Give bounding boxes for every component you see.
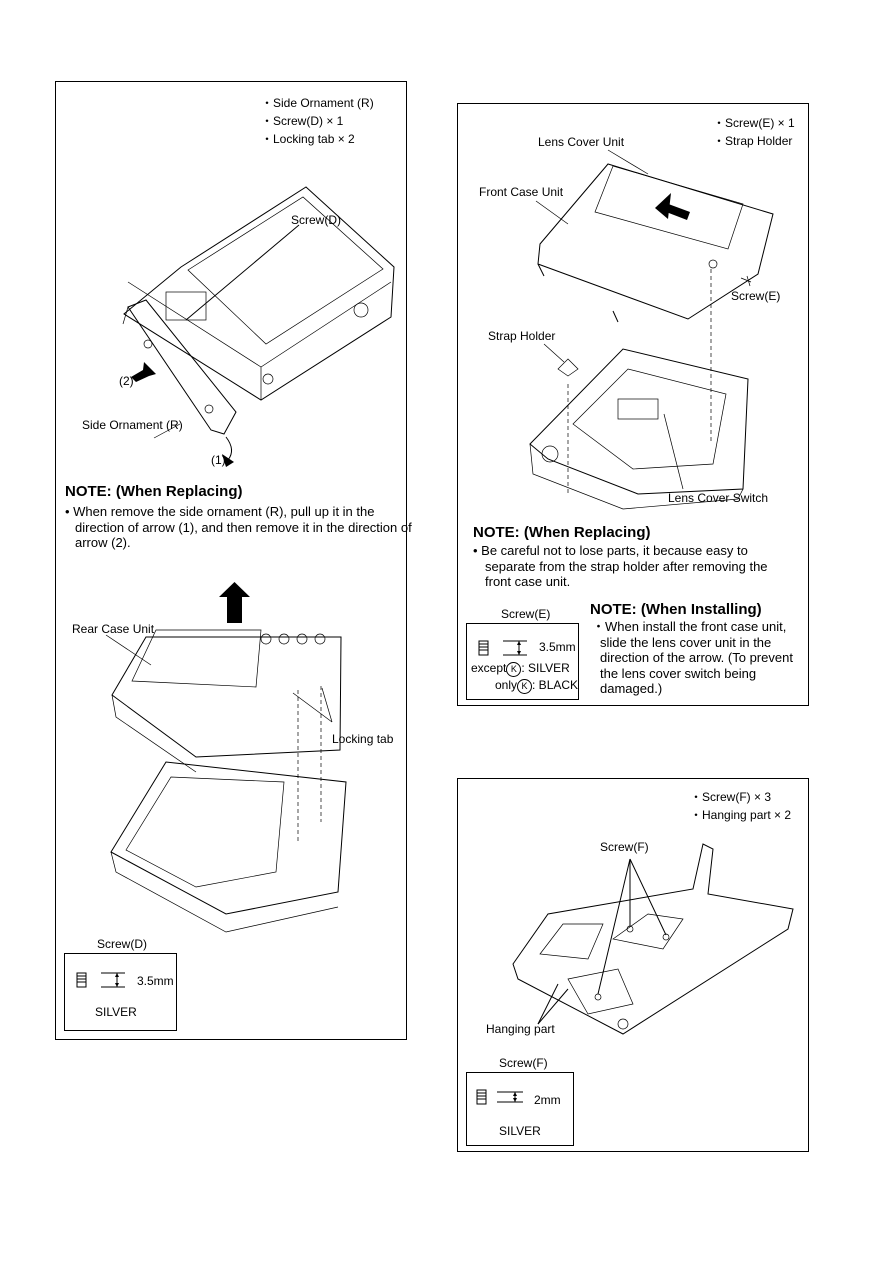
only-color: : BLACK bbox=[532, 678, 579, 692]
except-color: : SILVER bbox=[521, 661, 570, 675]
callout-arrow-2: (2) bbox=[119, 374, 134, 388]
callout-side-ornament: Side Ornament (R) bbox=[82, 418, 183, 432]
install-note-title: NOTE: (When Installing) bbox=[590, 601, 762, 618]
callout-lens-cover-switch: Lens Cover Switch bbox=[668, 491, 769, 505]
parts-item: ・Hanging part × 2 bbox=[690, 808, 792, 822]
note-body: • Be careful not to lose parts, it becau… bbox=[473, 543, 768, 589]
callout-arrow-1: (1) bbox=[211, 453, 226, 467]
front-case-diagram bbox=[529, 149, 774, 510]
screw-f-icon bbox=[476, 1089, 523, 1105]
callout-rear-case-unit: Rear Case Unit bbox=[72, 622, 155, 636]
screw-f-diagram bbox=[512, 843, 794, 1035]
callout-hanging-part: Hanging part bbox=[486, 1022, 555, 1036]
screw-d-color: SILVER bbox=[95, 1005, 137, 1019]
parts-item: ・Screw(D) × 1 bbox=[261, 114, 344, 128]
except-label: except bbox=[471, 661, 507, 675]
callout-screw-d: Screw(D) bbox=[291, 213, 341, 227]
parts-item: ・Side Ornament (R) bbox=[261, 96, 374, 110]
screw-f-length: 2mm bbox=[534, 1093, 561, 1107]
screw-e-length: 3.5mm bbox=[539, 640, 576, 654]
callout-screw-f: Screw(F) bbox=[600, 840, 649, 854]
k-circle-badge: K bbox=[517, 679, 533, 694]
screw-d-spec-box: Screw(D) 3.5mm SILVER bbox=[64, 937, 177, 1031]
screw-d-spec-title: Screw(D) bbox=[97, 937, 147, 951]
screw-f-spec-title: Screw(F) bbox=[499, 1056, 548, 1070]
parts-list: ・Screw(E) × 1 ・Strap Holder bbox=[713, 114, 795, 150]
install-note-body: ・When install the front case unit, slide… bbox=[592, 619, 793, 696]
screw-e-spec-title: Screw(E) bbox=[501, 607, 551, 621]
only-label: only bbox=[495, 678, 518, 692]
k-circle-badge: K bbox=[506, 662, 522, 677]
note-title: NOTE: (When Replacing) bbox=[473, 524, 651, 541]
parts-list: ・Side Ornament (R) ・Screw(D) × 1 ・Lockin… bbox=[261, 94, 374, 148]
screw-f-spec-box: Screw(F) 2mm SILVER bbox=[466, 1056, 574, 1146]
panel-screw-f: ・Screw(F) × 3 ・Hanging part × 2 Screw(F)… bbox=[457, 778, 809, 1152]
parts-item: ・Strap Holder bbox=[713, 134, 793, 148]
screw-d-icon bbox=[76, 972, 125, 988]
note-title: NOTE: (When Replacing) bbox=[65, 483, 243, 500]
callout-lens-cover-unit: Lens Cover Unit bbox=[538, 135, 625, 149]
callout-strap-holder: Strap Holder bbox=[488, 329, 556, 343]
callout-locking-tab: Locking tab bbox=[332, 732, 394, 746]
panel-front-case: ・Screw(E) × 1 ・Strap Holder Lens Cover U… bbox=[457, 103, 809, 706]
note-body: • When remove the side ornament (R), pul… bbox=[65, 504, 412, 550]
parts-list: ・Screw(F) × 3 ・Hanging part × 2 bbox=[690, 788, 791, 824]
parts-item: ・Screw(F) × 3 bbox=[690, 790, 772, 804]
callout-front-case-unit: Front Case Unit bbox=[479, 185, 564, 199]
screw-d-length: 3.5mm bbox=[137, 974, 174, 988]
panel-side-ornament-rear-case: ・Side Ornament (R) ・Screw(D) × 1 ・Lockin… bbox=[55, 81, 412, 1040]
screw-e-icon bbox=[478, 640, 527, 656]
parts-item: ・Locking tab × 2 bbox=[261, 132, 355, 146]
callout-screw-e: Screw(E) bbox=[731, 289, 781, 303]
screw-f-color: SILVER bbox=[499, 1124, 541, 1138]
parts-item: ・Screw(E) × 1 bbox=[713, 116, 795, 130]
side-ornament-diagram bbox=[105, 186, 395, 933]
